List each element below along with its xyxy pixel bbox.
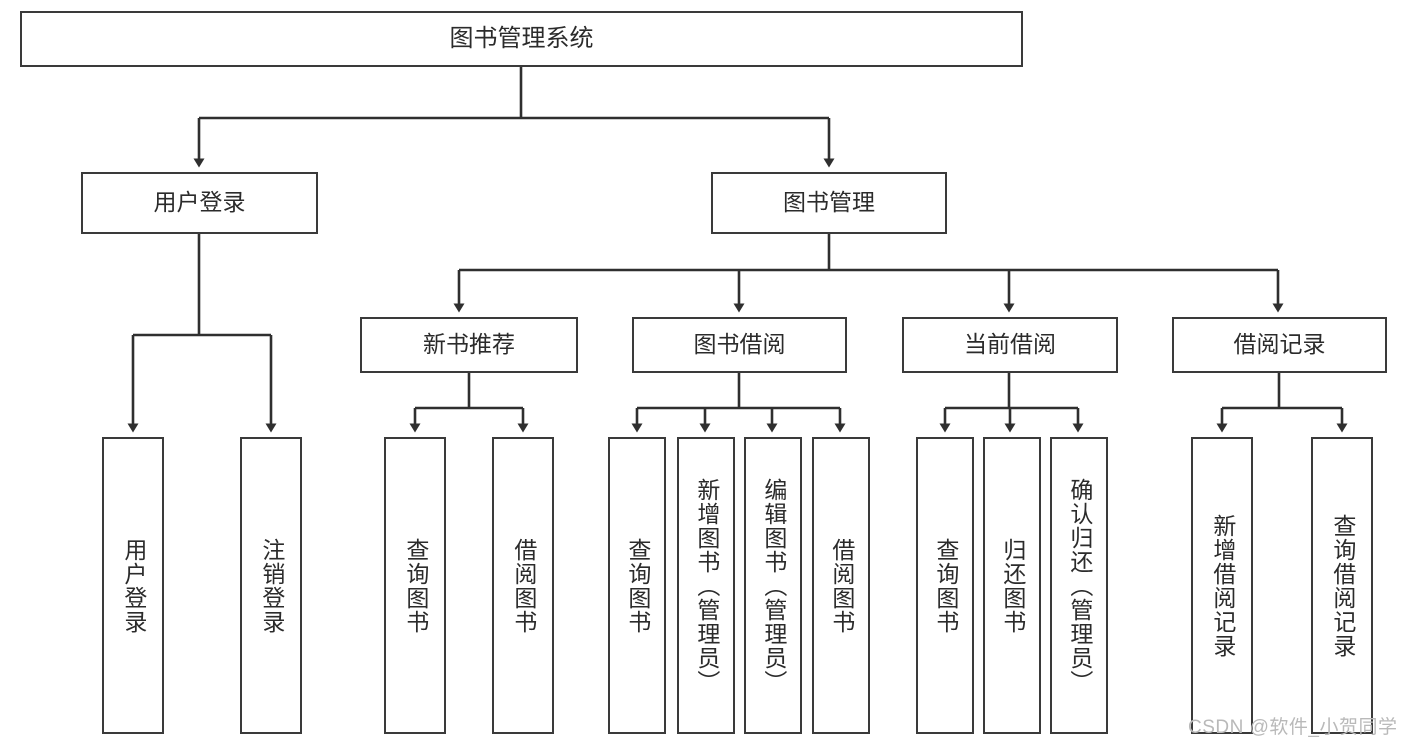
leaf-query-book-3-label: 查询图书	[932, 537, 959, 634]
node-borrow-record[interactable]: 借阅记录	[1172, 317, 1387, 373]
leaf-query-record-label: 查询借阅记录	[1329, 513, 1356, 658]
leaf-edit-book[interactable]: 编辑图书（管理员）	[744, 437, 802, 734]
leaf-return-book-label: 归还图书	[999, 537, 1026, 634]
leaf-add-book[interactable]: 新增图书（管理员）	[677, 437, 735, 734]
watermark: CSDN @软件_小贺同学	[1188, 717, 1398, 738]
node-user-login-label: 用户登录	[153, 189, 246, 216]
leaf-confirm-return[interactable]: 确认归还（管理员）	[1050, 437, 1108, 734]
node-book-borrow-label: 图书借阅	[693, 331, 786, 358]
node-root-label: 图书管理系统	[449, 24, 594, 52]
leaf-return-book[interactable]: 归还图书	[983, 437, 1041, 734]
leaf-borrow-book-2[interactable]: 借阅图书	[812, 437, 870, 734]
leaf-borrow-book-2-label: 借阅图书	[828, 537, 855, 634]
leaf-add-book-label: 新增图书（管理员）	[693, 477, 720, 694]
node-book-manage[interactable]: 图书管理	[711, 172, 947, 234]
leaf-borrow-book-1[interactable]: 借阅图书	[492, 437, 554, 734]
leaf-logout[interactable]: 注销登录	[240, 437, 302, 734]
node-user-login[interactable]: 用户登录	[81, 172, 318, 234]
leaf-user-login-label: 用户登录	[120, 537, 147, 634]
leaf-add-record-label: 新增借阅记录	[1209, 513, 1236, 658]
node-current-borrow-label: 当前借阅	[964, 331, 1056, 358]
leaf-query-book-1-label: 查询图书	[402, 537, 429, 634]
leaf-confirm-return-label: 确认归还（管理员）	[1066, 477, 1093, 694]
node-new-book-rec[interactable]: 新书推荐	[360, 317, 578, 373]
node-book-manage-label: 图书管理	[783, 189, 875, 216]
leaf-query-record[interactable]: 查询借阅记录	[1311, 437, 1373, 734]
node-new-book-rec-label: 新书推荐	[423, 331, 515, 358]
node-book-borrow[interactable]: 图书借阅	[632, 317, 847, 373]
node-root[interactable]: 图书管理系统	[20, 11, 1023, 67]
leaf-user-login[interactable]: 用户登录	[102, 437, 164, 734]
leaf-borrow-book-1-label: 借阅图书	[510, 537, 537, 634]
leaf-query-book-2-label: 查询图书	[624, 537, 651, 634]
node-current-borrow[interactable]: 当前借阅	[902, 317, 1118, 373]
leaf-logout-label: 注销登录	[258, 537, 285, 634]
leaf-query-book-2[interactable]: 查询图书	[608, 437, 666, 734]
leaf-query-book-3[interactable]: 查询图书	[916, 437, 974, 734]
leaf-query-book-1[interactable]: 查询图书	[384, 437, 446, 734]
node-borrow-record-label: 借阅记录	[1233, 331, 1326, 358]
leaf-add-record[interactable]: 新增借阅记录	[1191, 437, 1253, 734]
leaf-edit-book-label: 编辑图书（管理员）	[760, 477, 787, 694]
